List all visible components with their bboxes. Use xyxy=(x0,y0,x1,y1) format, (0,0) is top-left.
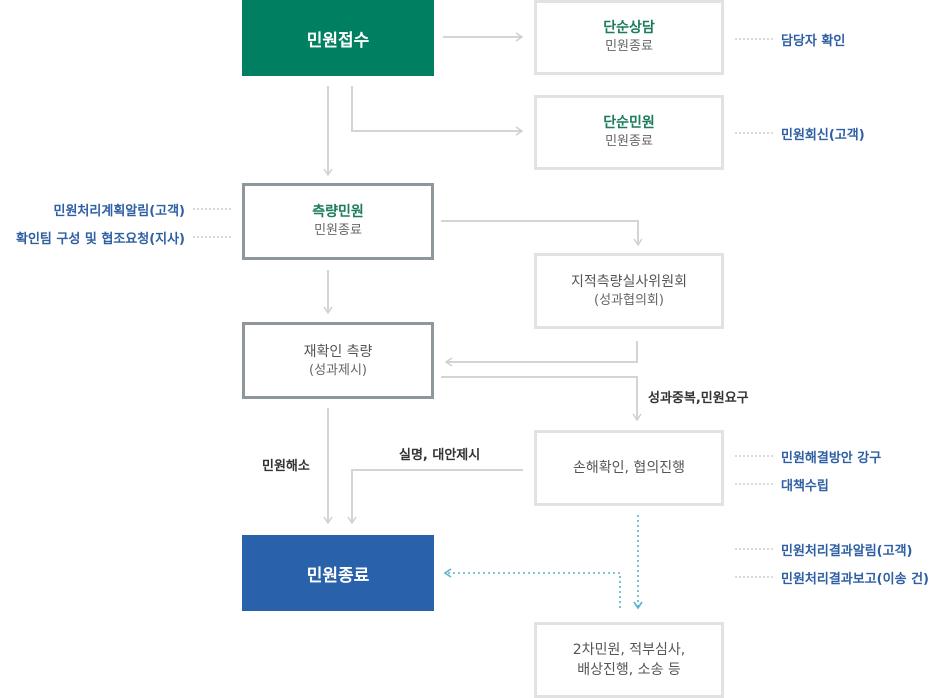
label-duplicate: 성과중복,민원요구 xyxy=(648,391,749,406)
note-leaders xyxy=(193,38,775,578)
label-explain: 실명, 대안제시 xyxy=(399,448,481,463)
note-consult: 담당자 확인 xyxy=(781,34,846,49)
intake-label: 민원접수 xyxy=(306,30,370,51)
note-complaint-reply: 민원회신(고객) xyxy=(781,128,865,143)
simple-complaint-box: 단순민원 민원종료 xyxy=(534,95,724,170)
label-resolved: 민원해소 xyxy=(262,459,310,474)
note-team-request: 확인팀 구성 및 협조요청(지사) xyxy=(16,232,185,247)
survey-complaint-sub: 민원종료 xyxy=(314,223,362,238)
simple-consult-box: 단순상담 민원종료 xyxy=(534,0,724,75)
simple-complaint-title: 단순민원 xyxy=(603,115,655,131)
dotted-arrows xyxy=(443,515,643,610)
committee-title: 지적측량실사위원회 xyxy=(571,274,687,290)
closed-box: 민원종료 xyxy=(242,535,434,611)
resurvey-title: 재확인 측량 xyxy=(303,343,373,360)
note-result-notice: 민원처리결과알림(고객) xyxy=(781,544,913,559)
secondary-line2: 배상진행, 소송 등 xyxy=(577,662,681,678)
simple-consult-title: 단순상담 xyxy=(603,20,655,36)
solid-arrows xyxy=(323,32,643,525)
resurvey-box: 재확인 측량 (성과제시) xyxy=(242,322,434,399)
simple-complaint-sub: 민원종료 xyxy=(605,134,653,149)
secondary-box: 2차민원, 적부심사, 배상진행, 소송 등 xyxy=(534,622,724,698)
closed-label: 민원종료 xyxy=(306,565,370,586)
damage-label: 손해확인, 협의진행 xyxy=(573,460,685,476)
note-remedy: 민원해결방안 강구 xyxy=(781,451,882,466)
secondary-line1: 2차민원, 적부심사, xyxy=(572,642,686,658)
committee-sub: (성과협의회) xyxy=(594,293,664,308)
resurvey-sub: (성과제시) xyxy=(309,362,367,378)
committee-box: 지적측량실사위원회 (성과협의회) xyxy=(534,253,724,329)
damage-box: 손해확인, 협의진행 xyxy=(534,430,724,506)
intake-box: 민원접수 xyxy=(242,0,434,76)
note-result-report: 민원처리결과보고(이송 건) xyxy=(781,572,929,587)
survey-complaint-title: 측량민원 xyxy=(312,204,364,220)
survey-complaint-box: 측량민원 민원종료 xyxy=(242,183,434,260)
note-measures: 대책수립 xyxy=(781,479,829,494)
note-plan-notice: 민원처리계획알림(고객) xyxy=(53,204,185,219)
simple-consult-sub: 민원종료 xyxy=(605,39,653,54)
